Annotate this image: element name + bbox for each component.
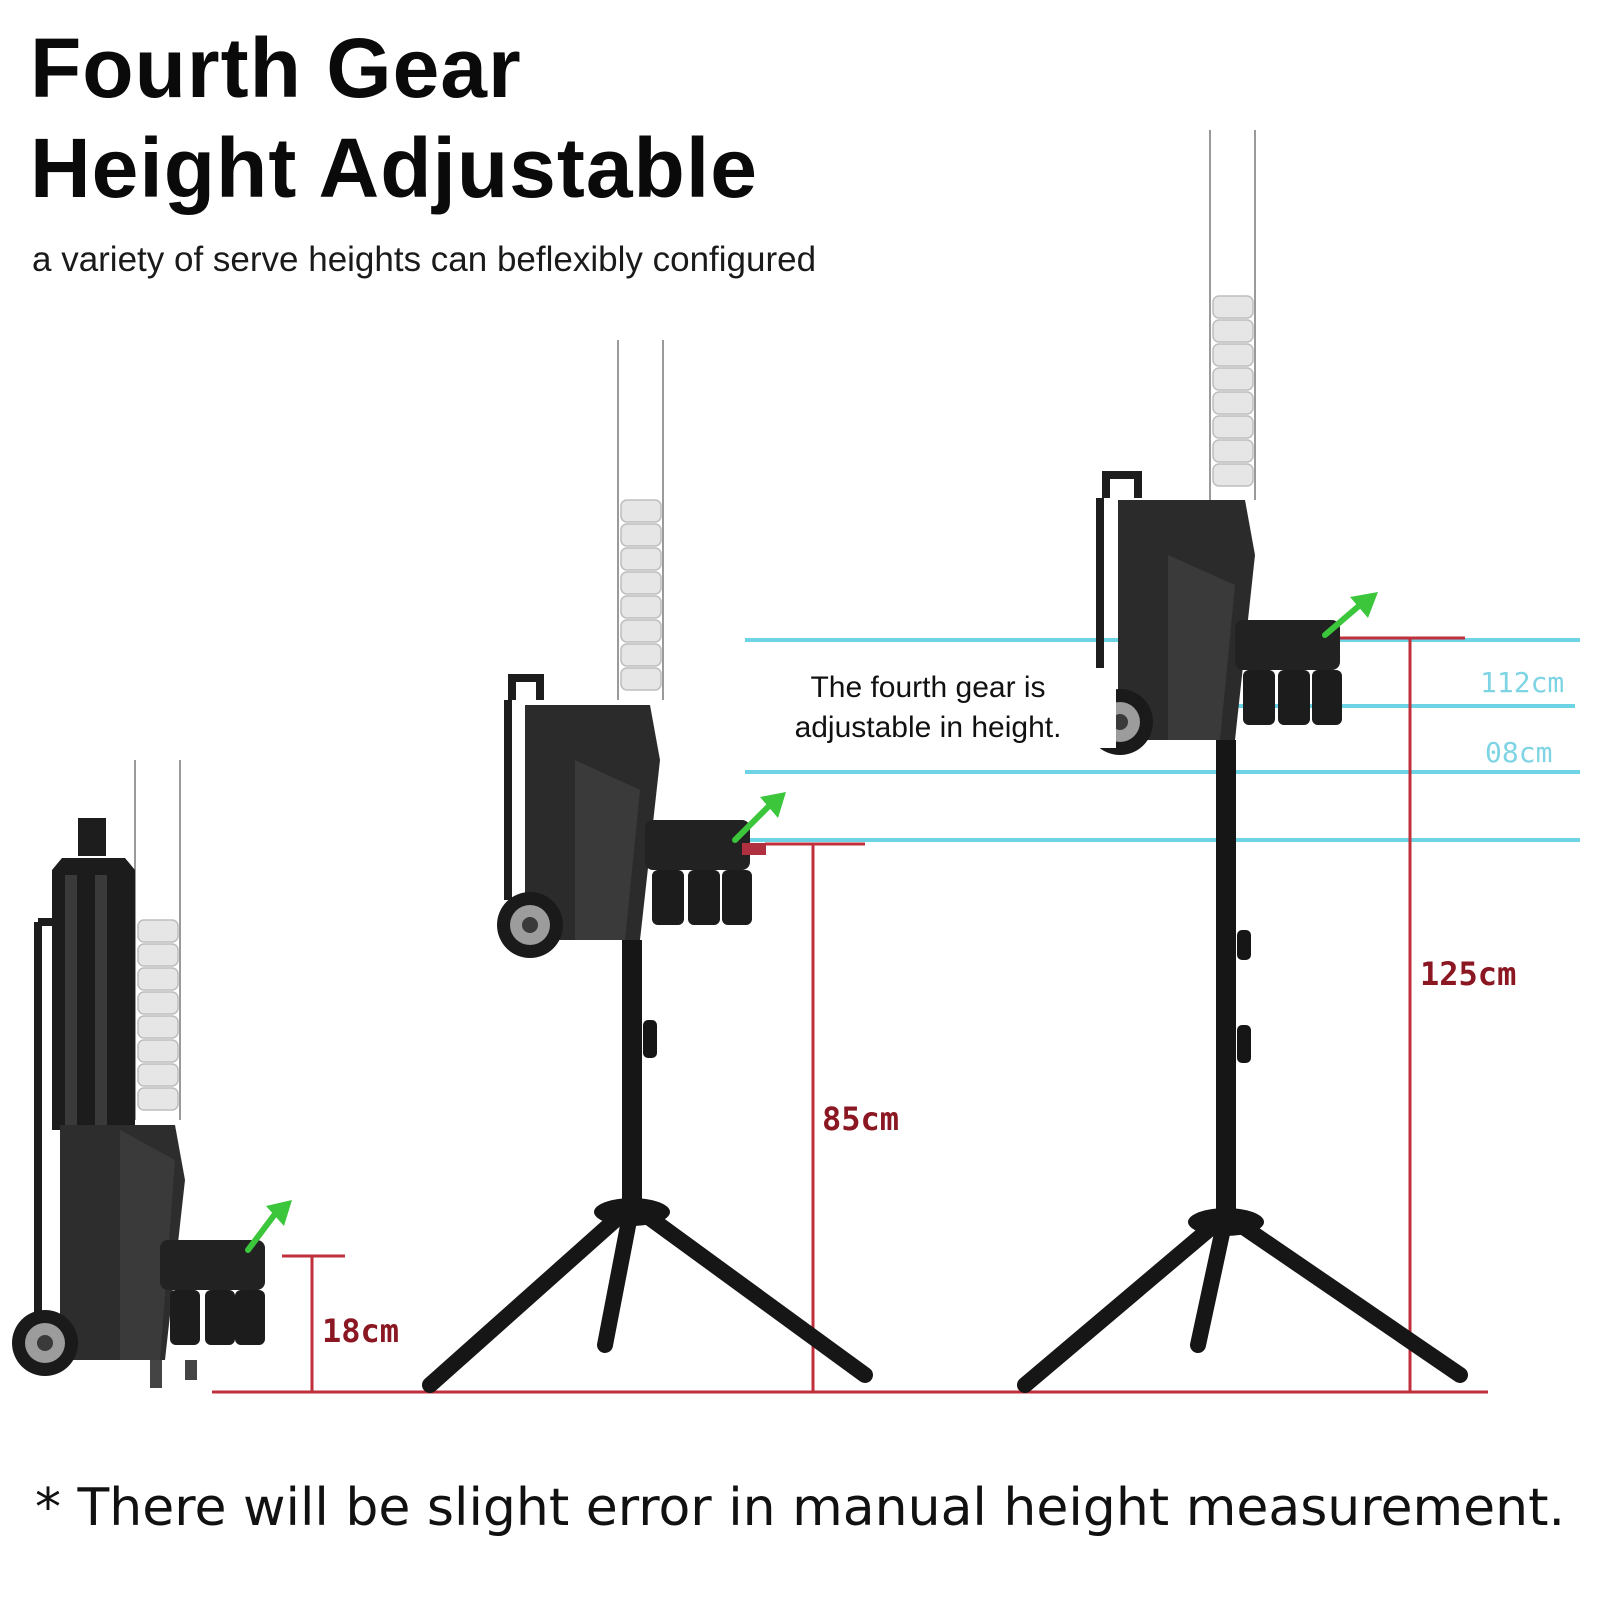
ball-stack <box>1212 295 1254 487</box>
device-mid <box>422 340 873 1393</box>
title-line-2: Height Adjustable <box>30 121 758 215</box>
device-low <box>12 760 292 1388</box>
page-title: Fourth Gear Height Adjustable <box>30 18 758 218</box>
measurement-low: 18cm <box>322 1312 400 1350</box>
callout-fourth-gear: The fourth gear is adjustable in height. <box>740 668 1116 748</box>
measurement-mid: 85cm <box>822 1100 900 1138</box>
measurement-high: 125cm <box>1420 955 1517 993</box>
arrow-icon <box>760 792 786 818</box>
device-high <box>1017 130 1468 1393</box>
subtitle: a variety of serve heights can beflexibl… <box>32 240 817 279</box>
ball-stack <box>620 499 662 691</box>
gear-label-upper: 112cm <box>1480 666 1565 699</box>
measure-lines <box>212 636 1488 1394</box>
arrow-icon <box>266 1200 292 1226</box>
footnote: * There will be slight error in manual h… <box>34 1478 1565 1538</box>
gear-label-lower: 08cm <box>1485 736 1553 769</box>
ball-stack <box>137 919 179 1111</box>
arrow-icon <box>1350 592 1378 618</box>
title-line-1: Fourth Gear <box>30 21 522 115</box>
